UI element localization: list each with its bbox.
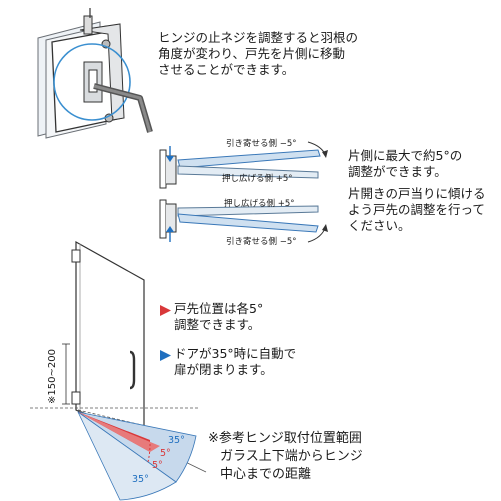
svg-text:5°: 5° (152, 460, 163, 471)
hinge-illustration (37, 8, 153, 139)
door-note-line: ドアが35°時に自動で (174, 346, 297, 361)
side-note-max-angle: 片側に最大で約5°の 調整ができます。 (348, 148, 462, 180)
reference-note: ※参考ヒンジ取付位置範囲 ガラス上下端からヒンジ 中心までの距離 (208, 430, 363, 484)
svg-text:35°: 35° (132, 474, 149, 485)
magnifier-circle (53, 43, 131, 121)
hinge-note-line: ヒンジの止ネジを調整すると羽根の (158, 30, 359, 45)
hinge-note-line: 角度が変わり、戸先を片側に移動 (158, 46, 346, 61)
door-note-line: 戸先位置は各5° (174, 301, 264, 316)
svg-text:引き寄せる側 −5°: 引き寄せる側 −5° (226, 138, 296, 149)
blue-marker-icon (160, 350, 171, 361)
door-note-tip-adjust: 戸先位置は各5° 調整できます。 (174, 301, 263, 333)
adjustment-top-illustration: 引き寄せる側 −5° 押し広げる側 +5° (159, 138, 328, 189)
hinge-note-line: させることができます。 (158, 62, 295, 77)
hinge-top-icon (71, 249, 81, 263)
reference-note-line: ガラス上下端からヒンジ (220, 449, 363, 464)
svg-text:引き寄せる側 −5°: 引き寄せる側 −5° (226, 236, 296, 247)
side-note-stopper: 片開きの戸当りに傾ける よう戸先の調整を行って ください。 (348, 186, 486, 234)
side-note-line: 片開きの戸当りに傾ける (348, 186, 486, 201)
red-marker-icon (160, 305, 171, 316)
svg-text:押し広げる側 +5°: 押し広げる側 +5° (224, 198, 294, 209)
side-note-line: ください。 (348, 218, 411, 233)
hinge-bottom-icon (71, 391, 81, 405)
side-note-line: よう戸先の調整を行って (348, 202, 485, 217)
adjustment-bottom-illustration: 押し広げる側 +5° 引き寄せる側 −5° (159, 198, 328, 247)
door-note-line: 調整できます。 (174, 317, 261, 332)
side-note-line: 調整ができます。 (348, 164, 447, 179)
door-illustration: ※150~200 35° 5° 5° 35° (30, 240, 207, 501)
svg-text:5°: 5° (160, 448, 171, 459)
svg-text:※150~200: ※150~200 (47, 349, 58, 404)
door-note-line: 扉が閉まります。 (174, 362, 273, 377)
svg-text:35°: 35° (168, 435, 185, 446)
side-note-line: 片側に最大で約5°の (348, 148, 463, 163)
hinge-note: ヒンジの止ネジを調整すると羽根の 角度が変わり、戸先を片側に移動 させることがで… (158, 30, 358, 78)
svg-text:押し広げる側 +5°: 押し広げる側 +5° (222, 173, 292, 184)
door-note-auto-close: ドアが35°時に自動で 扉が閉まります。 (174, 346, 296, 378)
reference-note-line: ※参考ヒンジ取付位置範囲 (208, 431, 362, 446)
door-handle-icon (129, 350, 136, 390)
reference-note-line: 中心までの距離 (220, 467, 312, 482)
